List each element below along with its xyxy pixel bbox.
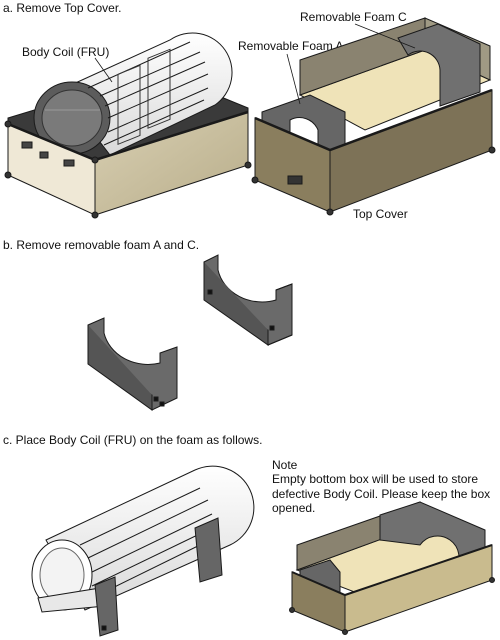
note-title: Note [272,458,298,472]
coil-on-foam-drawing [31,465,255,637]
foam-a-drawing [87,317,178,411]
top-cover-box [251,17,496,216]
body-coil-leader [94,57,113,83]
foam-c-leader [354,23,416,49]
foam-a-label: Removable Foam A [238,39,344,53]
step-a-label: a. Remove Top Cover. [3,1,122,15]
note-text: Empty bottom box will be used to store d… [272,472,491,515]
top-cover-label: Top Cover [353,207,408,221]
step-b-label: b. Remove removable foam A and C. [3,238,200,252]
foam-c-label: Removable Foam C [300,10,407,24]
empty-bottom-box [289,501,495,635]
body-coil-label: Body Coil (FRU) [22,45,110,59]
step-c-label: c. Place Body Coil (FRU) on the foam as … [3,433,263,447]
open-box-with-coil [4,32,252,219]
foam-a-leader [286,53,301,105]
body-coil-drawing [33,32,233,156]
foam-c-drawing [203,254,293,346]
